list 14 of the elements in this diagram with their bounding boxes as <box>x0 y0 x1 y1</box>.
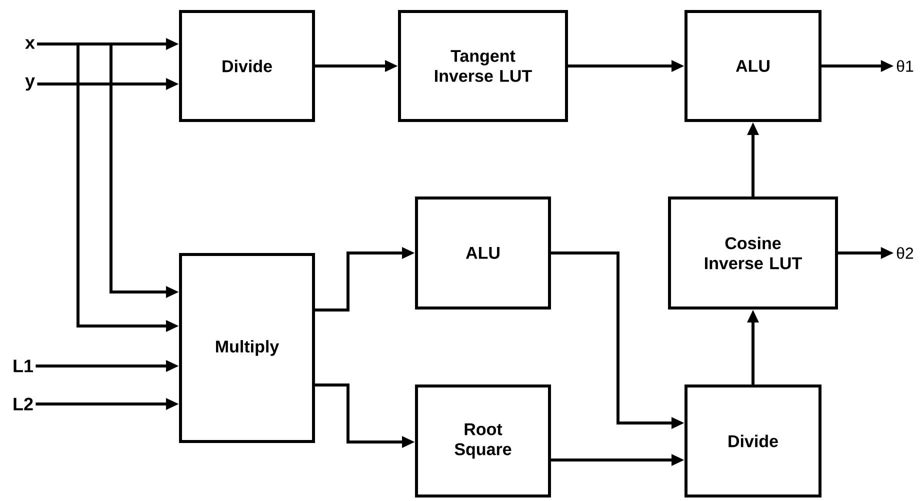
process-box: Tangent Inverse LUT <box>398 10 568 122</box>
input-label: x <box>25 39 35 49</box>
input-label: L2 <box>14 398 33 410</box>
output-label: θ2 <box>896 247 914 259</box>
process-box: Divide <box>684 384 822 498</box>
process-box: ALU <box>415 196 551 310</box>
process-box: Divide <box>179 10 315 122</box>
process-box: Root Square <box>415 384 551 498</box>
input-label: L1 <box>14 360 34 372</box>
process-box: Cosine Inverse LUT <box>668 196 838 310</box>
process-box: Multiply <box>179 253 315 443</box>
input-label: y <box>25 77 35 91</box>
process-box: ALU <box>684 10 822 122</box>
output-label: θ1 <box>896 60 914 72</box>
